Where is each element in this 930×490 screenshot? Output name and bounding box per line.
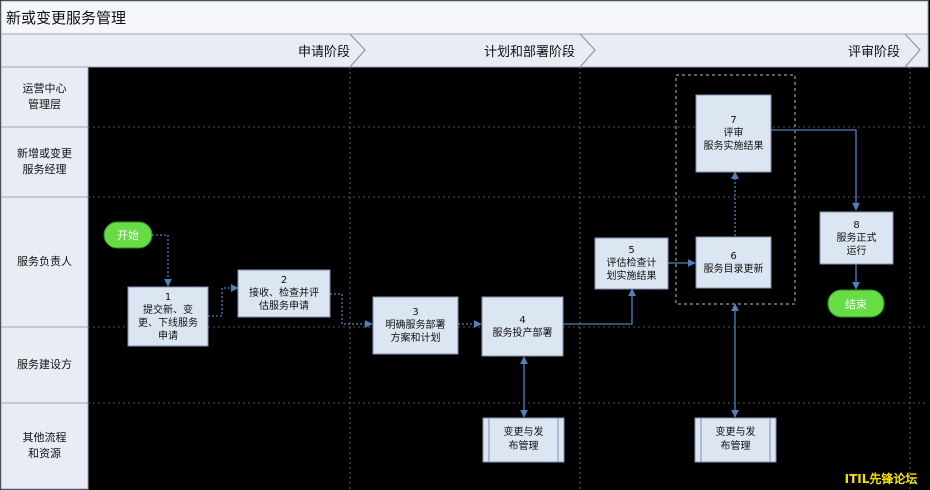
resource-change-release-1: 变更与发 布管理 (503, 427, 544, 452)
step-box-4 (481, 296, 564, 357)
step-number: 7 (730, 115, 737, 126)
step-text: 服务投产部署 (492, 327, 553, 339)
step-4: 4 服务投产部署 (482, 297, 563, 356)
resource-box-1 (482, 417, 565, 463)
step-text: 提交新、变 更、下线服务 申请 (138, 304, 198, 342)
step-box-7 (695, 94, 772, 173)
lane-separators (88, 126, 928, 404)
step-number: 5 (628, 245, 635, 256)
step-number: 6 (730, 250, 737, 262)
phase-separators (349, 67, 911, 489)
phase-chevron (579, 33, 596, 68)
end-terminator (827, 289, 885, 318)
lane-label-service-manager: 新增或变更 服务经理 (17, 147, 72, 176)
step-3: 3 明确服务部署 方案和计划 (373, 297, 458, 354)
phase-chevron (349, 33, 366, 68)
step-text: 明确服务部署 方案和计划 (385, 320, 446, 344)
arrow-1-to-2 (208, 284, 239, 317)
phase-label-plan-deploy: 计划和部署阶段 (483, 45, 575, 60)
step-number: 1 (164, 291, 172, 303)
phase-chevron (904, 33, 921, 68)
phase-label-review: 评审阶段 (847, 45, 900, 60)
arrow-2-to-3 (330, 293, 373, 328)
start-label: 开始 (117, 229, 139, 242)
phase-bar (0, 33, 929, 68)
step-box-1 (127, 286, 209, 347)
lane-label-service-builder: 服务建设方 (17, 358, 72, 371)
step-number: 4 (519, 314, 526, 326)
arrow-start-to-1 (152, 234, 172, 287)
lane-header-column (0, 66, 89, 490)
step-boxes (127, 94, 894, 357)
step-8: 8 服务正式 运行 (820, 212, 893, 264)
step-text: 评审 服务实施结果 (703, 128, 764, 152)
step-box-8 (819, 211, 894, 265)
lane-label-service-owner: 服务负责人 (17, 255, 72, 268)
step-text: 服务正式 运行 (836, 232, 877, 257)
step-number: 3 (412, 307, 419, 318)
step-text: 接收、检查并评 估服务申请 (249, 288, 319, 312)
resource-box-2 (694, 417, 777, 463)
end-label: 结束 (845, 297, 867, 311)
arrow-7-to-8 (771, 129, 860, 211)
resource-boxes (482, 417, 777, 463)
step-text: 服务目录更新 (703, 263, 764, 275)
step-box-5 (594, 237, 669, 290)
arrow-4-to-5 (563, 288, 636, 325)
title-bar (0, 0, 929, 35)
diagram-title: 新或变更服务管理 (6, 9, 127, 27)
step-text: 评估检查计 划实施结果 (606, 258, 657, 282)
step-2: 2 接收、检查并评 估服务申请 (238, 270, 330, 317)
connectors (152, 129, 860, 418)
watermark: ITIL先锋论坛 (844, 471, 918, 486)
lane-label-other-processes: 其他流程 和资源 (22, 431, 67, 460)
step-7: 7 评审 服务实施结果 (696, 95, 771, 172)
step-number: 8 (853, 219, 860, 231)
step-box-2 (237, 269, 331, 318)
step-1: 1 提交新、变 更、下线服务 申请 (128, 287, 208, 346)
step-5: 5 评估检查计 划实施结果 (595, 238, 668, 289)
start-terminator (103, 221, 153, 249)
step-box-6 (695, 236, 772, 289)
phase-label-apply: 申请阶段 (297, 45, 350, 60)
lane-label-ops-management: 运营中心 管理层 (22, 82, 67, 111)
step-number: 2 (280, 275, 288, 286)
step-box-3 (372, 296, 459, 355)
step-6: 6 服务目录更新 (696, 237, 771, 288)
resource-change-release-2: 变更与发 布管理 (715, 427, 756, 452)
